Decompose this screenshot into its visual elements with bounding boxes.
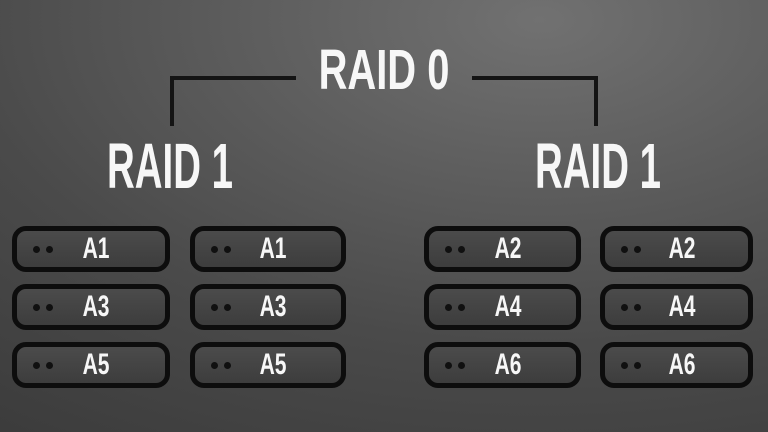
raid1-left-column-2: A1 A3 A5	[190, 226, 346, 400]
disk: A4	[600, 284, 753, 330]
disk-led-dots-icon	[211, 347, 231, 383]
disk-led-dots-icon	[33, 289, 53, 325]
disk-label: A3	[259, 290, 287, 323]
raid1-right-title: RAID 1	[535, 130, 661, 202]
raid0-title: RAID 0	[318, 38, 450, 102]
disk-label: A4	[668, 290, 695, 323]
disk-led-dots-icon	[621, 347, 641, 383]
disk-label: A1	[259, 232, 287, 265]
disk: A1	[12, 226, 170, 272]
disk-label: A5	[82, 348, 110, 381]
disk: A5	[12, 342, 170, 388]
disk: A1	[190, 226, 346, 272]
disk-led-dots-icon	[33, 231, 53, 267]
disk-led-dots-icon	[211, 231, 231, 267]
disk-label: A2	[668, 232, 695, 265]
raid1-left-column-1: A1 A3 A5	[12, 226, 170, 400]
disk-label: A3	[82, 290, 110, 323]
disk-led-dots-icon	[621, 289, 641, 325]
raid1-right-column-2: A2 A4 A6	[600, 226, 753, 400]
disk: A3	[190, 284, 346, 330]
disk: A6	[600, 342, 753, 388]
disk-led-dots-icon	[445, 231, 465, 267]
connector-right-bracket	[472, 76, 598, 126]
disk: A2	[600, 226, 753, 272]
disk-led-dots-icon	[445, 347, 465, 383]
disk: A4	[424, 284, 581, 330]
disk-label: A4	[494, 290, 521, 323]
disk: A5	[190, 342, 346, 388]
disk: A3	[12, 284, 170, 330]
disk-led-dots-icon	[621, 231, 641, 267]
disk-label: A6	[668, 348, 695, 381]
disk-led-dots-icon	[33, 347, 53, 383]
connector-left-bracket	[170, 76, 296, 126]
disk: A6	[424, 342, 581, 388]
raid1-right-column-1: A2 A4 A6	[424, 226, 581, 400]
raid1-left-title: RAID 1	[107, 130, 233, 202]
disk-led-dots-icon	[445, 289, 465, 325]
disk-label: A5	[259, 348, 287, 381]
disk-label: A6	[494, 348, 521, 381]
disk: A2	[424, 226, 581, 272]
disk-label: A1	[82, 232, 110, 265]
disk-label: A2	[494, 232, 521, 265]
disk-led-dots-icon	[211, 289, 231, 325]
